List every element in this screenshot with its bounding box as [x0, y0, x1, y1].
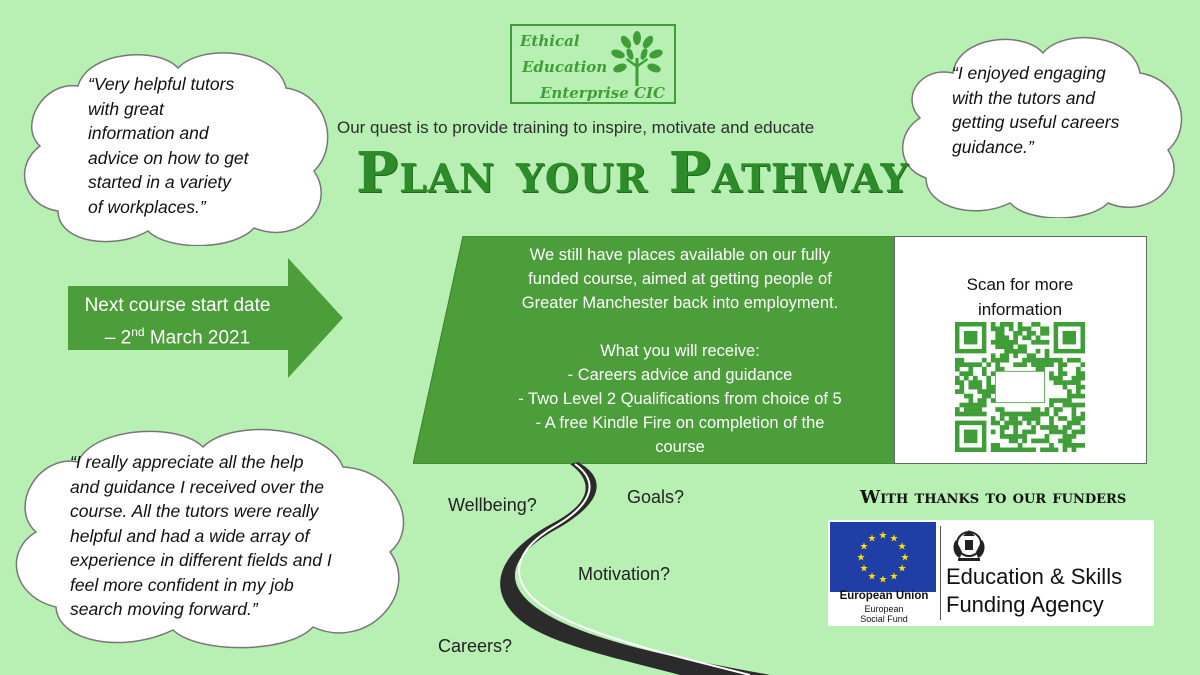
- logo: Ethical Education Enterprise CIC: [510, 24, 676, 104]
- logo-line-2: Education: [522, 58, 608, 76]
- scan-line: Scan for more: [966, 275, 1074, 294]
- royal-crest-icon: [953, 530, 985, 561]
- course-date-value: – 2nd March 2021: [70, 319, 285, 351]
- funder-divider: [940, 526, 941, 620]
- benefit-item: - A free Kindle Fire on completion of th…: [535, 414, 825, 432]
- arrow-shape: [68, 258, 343, 378]
- eu-subtitle: European: [864, 604, 904, 614]
- quote-cloud-bottom-left: [15, 428, 405, 649]
- quote-line: search moving forward.”: [70, 599, 258, 619]
- scan-instructions: Scan for more information: [935, 272, 1105, 322]
- road-label-wellbeing: Wellbeing?: [448, 495, 537, 515]
- eu-subtitle: Social Fund: [860, 614, 908, 624]
- quote-line: started in a variety: [88, 172, 231, 192]
- scan-line: information: [977, 300, 1063, 319]
- info-line: Greater Manchester back into employment.: [521, 294, 839, 312]
- eu-star: ★: [868, 572, 877, 583]
- eu-star: ★: [898, 564, 907, 575]
- road-label-careers: Careers?: [438, 636, 513, 656]
- quote-line: with the tutors and: [952, 87, 1095, 108]
- quote-text-top-right: “I enjoyed engaging with the tutors and …: [952, 61, 1119, 159]
- road-label-motivation: Motivation?: [578, 564, 671, 584]
- eu-star: ★: [890, 533, 899, 544]
- quote-line: course. All the tutors were really: [70, 501, 319, 521]
- info-line: We still have places available on our fu…: [529, 246, 831, 264]
- quote-line: feel more confident in my job: [70, 574, 294, 595]
- quote-text-bottom-left: “I really appreciate all the help and gu…: [70, 450, 332, 622]
- funders-title: With thanks to our funders: [860, 487, 1127, 508]
- road-label-goals: Goals?: [627, 487, 685, 507]
- quote-line: helpful and had a wide array of: [70, 525, 310, 546]
- quote-line: information and: [88, 123, 209, 143]
- eu-name: European Union: [839, 590, 929, 602]
- quote-line: getting useful careers: [952, 112, 1120, 132]
- benefit-item: course: [655, 438, 705, 456]
- quote-line: advice on how to get: [88, 147, 249, 168]
- eu-flag-icon: ★★★★★★★★★★★★: [830, 522, 936, 592]
- quote-line: guidance.”: [952, 136, 1034, 157]
- eu-star: ★: [898, 542, 907, 553]
- quote-line: “I enjoyed engaging: [952, 63, 1106, 83]
- eu-star: ★: [857, 553, 866, 564]
- receive-heading: What you will receive:: [600, 342, 760, 360]
- eu-star: ★: [879, 575, 888, 586]
- course-date: Next course start date – 2nd March 2021: [70, 292, 285, 351]
- logo-line-3: Enterprise CIC: [540, 84, 665, 102]
- quote-text-top-left: “Very helpful tutors with great informat…: [88, 72, 249, 219]
- eu-star: ★: [859, 542, 868, 553]
- quote-cloud-top-left: [23, 52, 329, 246]
- quote-line: experience in different fields and I: [70, 550, 332, 570]
- benefit-item: - Careers advice and guidance: [567, 366, 793, 384]
- quote-line: with great: [88, 98, 164, 119]
- quote-line: “Very helpful tutors: [88, 74, 235, 94]
- tagline: Our quest is to provide training to insp…: [337, 118, 815, 137]
- eu-star: ★: [859, 564, 868, 575]
- qr-code-icon[interactable]: [955, 322, 1085, 452]
- road-illustration: [500, 462, 770, 675]
- quote-line: of workplaces.”: [88, 196, 206, 217]
- eu-star: ★: [879, 531, 888, 542]
- course-date-label: Next course start date: [84, 295, 271, 316]
- eu-star: ★: [868, 533, 877, 544]
- logo-line-1: Ethical: [520, 32, 580, 50]
- info-panel: [413, 236, 948, 464]
- eu-star: ★: [901, 553, 910, 564]
- date-prefix: – 2: [104, 327, 132, 349]
- benefit-item: - Two Level 2 Qualifications from choice…: [518, 390, 842, 408]
- esfa-name-line-2: Funding Agency: [946, 592, 1104, 617]
- quote-line: and guidance I received over the: [70, 476, 324, 497]
- quote-line: “I really appreciate all the help: [70, 452, 304, 472]
- esfa-name-line-1: Education & Skills: [946, 564, 1123, 589]
- date-ordinal: nd: [131, 325, 145, 339]
- page-title: Plan your Pathway: [356, 140, 910, 206]
- eu-star: ★: [890, 572, 899, 583]
- tree-icon: [611, 31, 663, 86]
- info-line: funded course, aimed at getting people o…: [528, 270, 832, 288]
- info-text: We still have places available on our fu…: [470, 243, 890, 459]
- date-suffix: March 2021: [144, 327, 251, 349]
- quote-cloud-top-right: [902, 36, 1183, 218]
